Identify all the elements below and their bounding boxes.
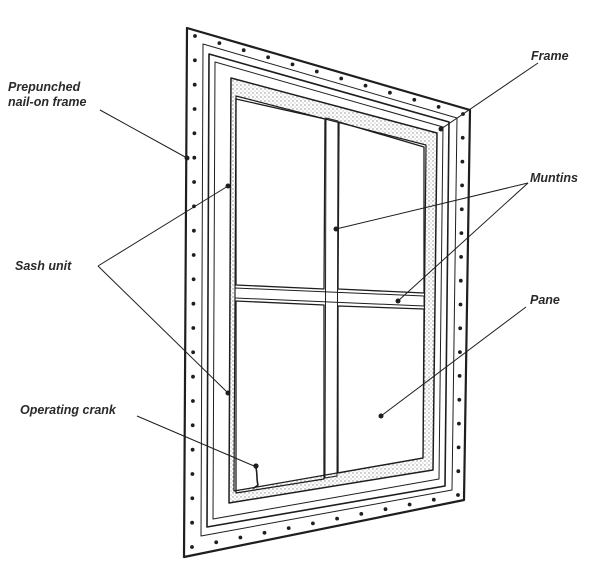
nail-hole-icon	[238, 535, 243, 540]
nail-hole-icon	[192, 107, 197, 111]
muntins	[234, 117, 425, 479]
label-prepunched-line2: nail-on frame	[8, 95, 87, 109]
nail-hole-icon	[192, 155, 197, 160]
label-muntins: Muntins	[530, 171, 578, 185]
nail-hole-icon	[314, 69, 319, 74]
label-pane: Pane	[530, 293, 560, 307]
nail-hole-icon	[192, 180, 197, 184]
nail-hole-icon	[286, 526, 291, 530]
nail-hole-icon	[266, 55, 270, 60]
nail-hole-icon	[339, 76, 344, 81]
label-frame: Frame	[531, 49, 569, 63]
label-prepunched-line1: Prepunched	[8, 80, 81, 94]
nail-hole-icon	[335, 516, 339, 521]
window-frame	[206, 53, 450, 528]
nail-hole-icon	[192, 82, 197, 87]
nail-hole-icon	[383, 507, 388, 512]
nail-hole-icon	[192, 228, 196, 233]
nail-hole-icon	[457, 421, 461, 426]
nail-hole-icon	[460, 159, 465, 164]
nail-hole-icon	[458, 278, 463, 283]
nail-hole-icon	[217, 41, 222, 45]
nail-hole-icon	[190, 423, 195, 428]
nail-hole-icon	[191, 326, 196, 330]
nail-hole-icon	[456, 493, 460, 497]
nail-hole-icon	[190, 545, 194, 549]
nail-hole-icon	[458, 326, 463, 331]
nail-hole-icon	[457, 397, 462, 402]
nail-hole-icon	[191, 301, 196, 306]
nail-hole-icon	[262, 530, 267, 535]
nail-hole-icon	[457, 374, 462, 378]
nail-hole-icon	[191, 399, 195, 403]
nail-hole-icon	[456, 445, 461, 450]
nail-hole-icon	[412, 97, 417, 102]
nail-hole-icon	[190, 496, 195, 501]
nail-hole-icon	[192, 131, 197, 136]
sash-stipple	[229, 78, 437, 503]
nail-hole-icon	[456, 469, 461, 474]
nail-hole-icon	[191, 350, 196, 355]
nail-hole-icon	[290, 62, 295, 67]
nail-hole-icon	[458, 302, 463, 307]
nail-hole-icon	[190, 447, 195, 452]
nail-hole-icon	[191, 253, 196, 257]
nail-hole-icon	[193, 34, 197, 38]
nail-holes	[190, 34, 465, 549]
crank-handle-icon	[253, 463, 259, 489]
nail-hole-icon	[459, 231, 464, 236]
nail-hole-icon	[214, 540, 219, 545]
label-operating-crank: Operating crank	[20, 403, 117, 417]
nail-hole-icon	[431, 497, 436, 502]
nail-hole-icon	[363, 83, 368, 88]
nail-on-flange	[182, 26, 472, 559]
nail-hole-icon	[436, 105, 441, 109]
nail-hole-icon	[459, 255, 463, 259]
nail-hole-icon	[388, 90, 392, 95]
nail-hole-icon	[359, 512, 364, 516]
nail-hole-icon	[190, 520, 195, 525]
nail-hole-icon	[458, 350, 462, 354]
nail-hole-icon	[191, 374, 195, 379]
nail-hole-icon	[311, 521, 315, 526]
nail-hole-icon	[190, 472, 195, 476]
nail-hole-icon	[459, 207, 464, 212]
nail-hole-icon	[460, 135, 465, 140]
nail-hole-icon	[191, 277, 196, 282]
nail-hole-icon	[241, 48, 246, 53]
leader-lines	[97, 62, 539, 467]
nail-hole-icon	[407, 502, 412, 507]
label-sash-unit: Sash unit	[15, 259, 72, 273]
nail-hole-icon	[193, 58, 197, 63]
glass-panes	[235, 98, 425, 494]
nail-hole-icon	[460, 183, 464, 188]
